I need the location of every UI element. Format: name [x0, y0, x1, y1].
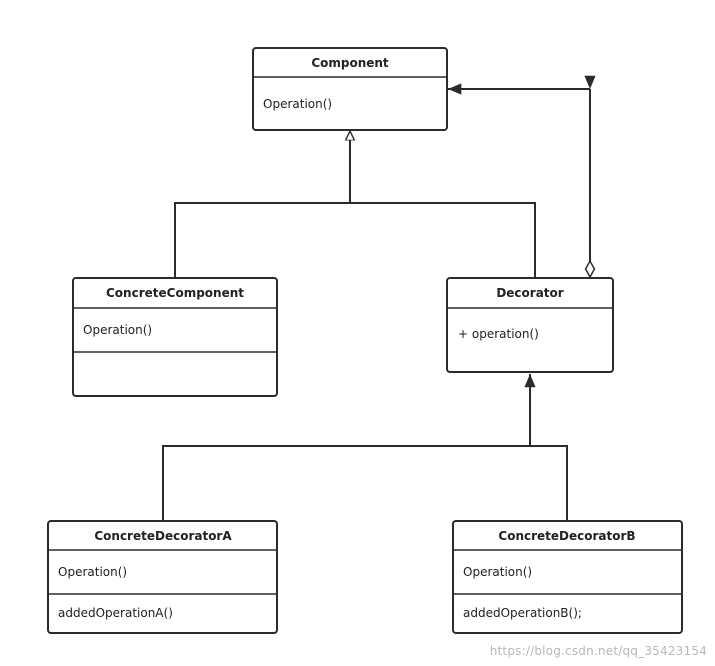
class-method: Operation() — [263, 97, 332, 111]
class-method: + operation() — [458, 327, 539, 341]
class-method: addedOperationA() — [58, 606, 173, 620]
generalization-decorators-line — [162, 445, 568, 521]
class-concrete-decorator-b[interactable]: ConcreteDecoratorB Operation() addedOper… — [452, 520, 683, 634]
class-name: Component — [311, 56, 389, 70]
watermark-text: https://blog.csdn.net/qq_35423154 — [489, 644, 707, 658]
class-concrete-decorator-a[interactable]: ConcreteDecoratorA Operation() addedOper… — [47, 520, 278, 634]
class-method: Operation() — [463, 565, 532, 579]
class-method: Operation() — [83, 323, 152, 337]
class-decorator[interactable]: Decorator + operation() — [446, 277, 614, 373]
class-name: ConcreteComponent — [106, 286, 244, 300]
generalization-concrete-component-line — [174, 202, 536, 278]
class-concrete-component[interactable]: ConcreteComponent Operation() — [72, 277, 278, 397]
class-name: Decorator — [496, 286, 563, 300]
class-name: ConcreteDecoratorB — [498, 529, 635, 543]
class-method: addedOperationB(); — [463, 606, 582, 620]
class-name: ConcreteDecoratorA — [94, 529, 232, 543]
class-component[interactable]: Component Operation() — [252, 47, 448, 131]
class-method: Operation() — [58, 565, 127, 579]
